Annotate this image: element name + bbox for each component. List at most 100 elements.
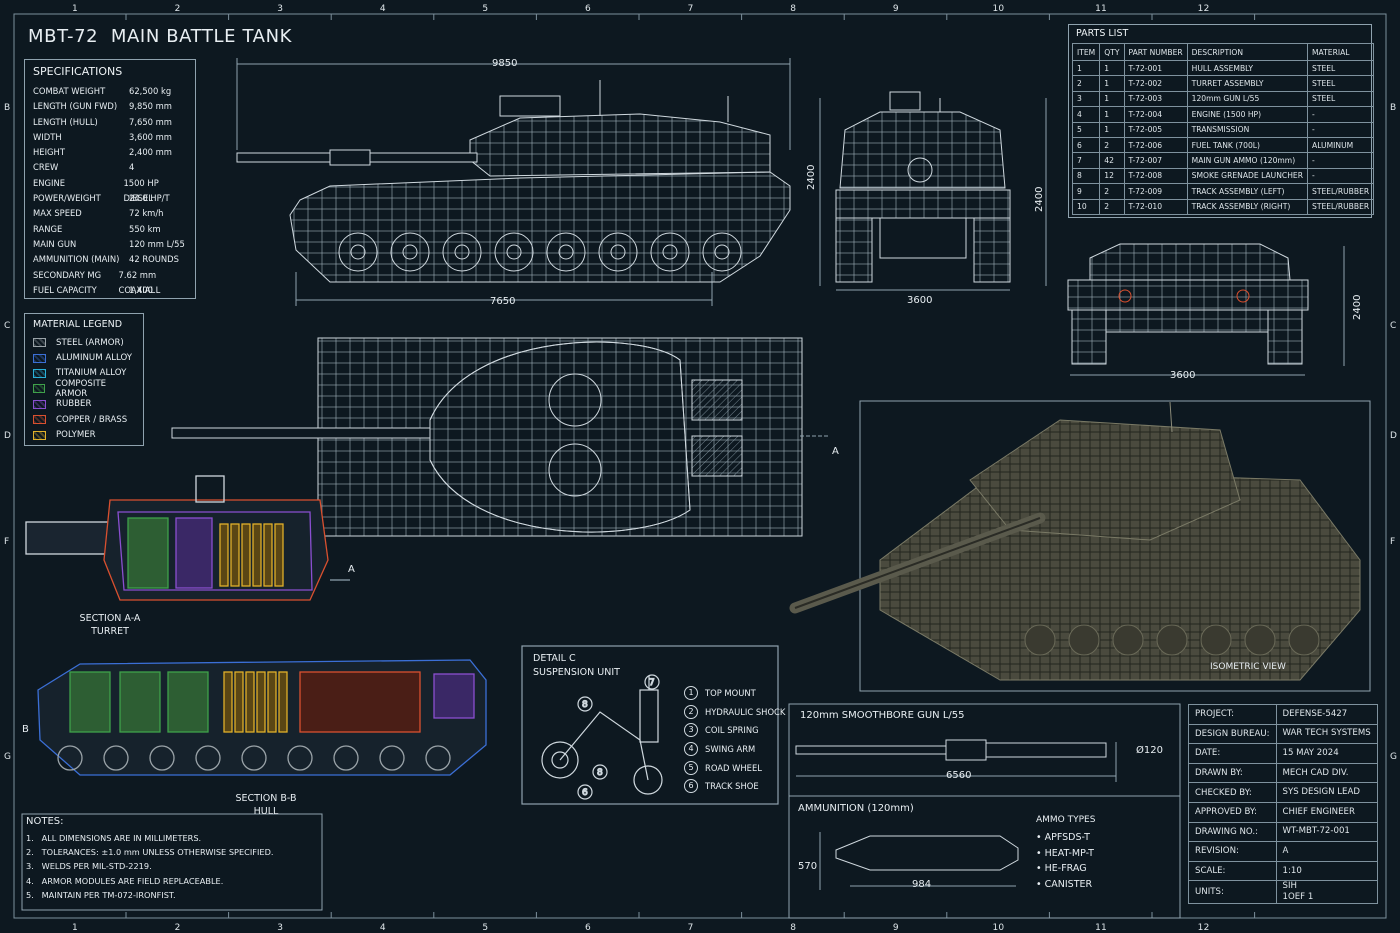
legend-swatch bbox=[33, 368, 46, 378]
parts-column-header: ITEM bbox=[1071, 43, 1101, 61]
callout-label: SWING ARM bbox=[705, 744, 756, 755]
legend-item: STEEL (ARMOR) bbox=[33, 335, 135, 350]
parts-cell: TRACK ASSEMBLY (RIGHT) bbox=[1186, 198, 1309, 215]
note-item: 3. WELDS PER MIL-STD-2219. bbox=[26, 861, 152, 872]
parts-cell: 2 bbox=[1099, 183, 1125, 200]
legend-swatch bbox=[33, 384, 46, 394]
gun-length-dim: 6560 bbox=[946, 770, 972, 781]
title-block-row: DESIGN BUREAU:WAR TECH SYSTEMS bbox=[1188, 723, 1379, 745]
grid-column-label: 4 bbox=[380, 4, 386, 14]
detail-c-tag: 6 bbox=[582, 788, 588, 798]
spec-key: CREW bbox=[33, 162, 59, 173]
grid-column-label: 12 bbox=[1198, 4, 1210, 14]
parts-cell: ENGINE (1500 HP) bbox=[1186, 106, 1309, 123]
spec-value: 120 mm L/55 bbox=[129, 238, 185, 249]
section-b-marker: B bbox=[22, 724, 29, 735]
dim-side-length-hull: 7650 bbox=[490, 296, 516, 307]
parts-cell: STEEL/RUBBER bbox=[1306, 198, 1375, 215]
notes-panel: NOTES: 1. ALL DIMENSIONS ARE IN MILLIMET… bbox=[26, 816, 273, 902]
parts-cell: 2 bbox=[1071, 75, 1101, 92]
spec-key: ENGINE bbox=[33, 177, 66, 188]
spec-key: MAIN GUN bbox=[33, 238, 77, 249]
parts-cell: - bbox=[1306, 106, 1375, 123]
parts-cell: - bbox=[1306, 152, 1375, 169]
legend-swatch bbox=[33, 399, 46, 409]
ammunition-height-dim: 570 bbox=[798, 861, 818, 872]
title-block-key: CHECKED BY: bbox=[1188, 782, 1277, 803]
parts-column-header: MATERIAL bbox=[1306, 43, 1375, 61]
parts-cell: SMOKE GRENADE LAUNCHER bbox=[1186, 167, 1309, 185]
spec-value: 62,500 kg bbox=[129, 86, 172, 96]
gun-title: 120mm SMOOTHBORE GUN L/55 bbox=[800, 710, 965, 721]
parts-cell: STEEL bbox=[1306, 59, 1375, 77]
legend-item: TITANIUM ALLOY bbox=[33, 366, 135, 381]
title-block-value: CHIEF ENGINEER bbox=[1275, 801, 1379, 823]
drawing-title: MBT-72 MAIN BATTLE TANK bbox=[28, 26, 293, 47]
callout-number: 4 bbox=[684, 742, 698, 757]
grid-column-label: 3 bbox=[277, 4, 283, 14]
side-view-drawing bbox=[236, 58, 821, 306]
specifications-header: SPECIFICATIONS bbox=[33, 65, 123, 78]
section-a-marker-cut: A bbox=[348, 564, 355, 575]
callout-number: 1 bbox=[684, 686, 698, 701]
grid-column-label: 8 bbox=[790, 923, 796, 933]
title-block-key: DRAWING NO.: bbox=[1188, 821, 1277, 843]
grid-row-label: C bbox=[4, 321, 10, 331]
grid-row-label: G bbox=[4, 752, 11, 762]
grid-marks bbox=[125, 14, 1256, 918]
grid-row-label: F bbox=[1390, 537, 1395, 547]
dim-side-length-gun: 9850 bbox=[492, 58, 518, 69]
dim-rear-height: 2400 bbox=[1352, 294, 1363, 320]
isometric-view-render bbox=[789, 400, 1371, 692]
parts-cell: 7 bbox=[1071, 152, 1101, 169]
spec-value: 2,400 mm bbox=[129, 147, 172, 158]
callout-number: 5 bbox=[684, 760, 698, 775]
parts-cell: T-72-009 bbox=[1123, 183, 1188, 200]
parts-cell: 2 bbox=[1099, 136, 1125, 154]
legend-label: ALUMINUM ALLOY bbox=[56, 353, 133, 364]
ammo-type-item: • HEAT-MP-T bbox=[1036, 847, 1094, 859]
grid-row-label: F bbox=[4, 537, 9, 547]
parts-cell: FUEL TANK (700L) bbox=[1186, 136, 1309, 154]
callout-label: ROAD WHEEL bbox=[705, 762, 762, 773]
parts-cell: TRACK ASSEMBLY (LEFT) bbox=[1186, 183, 1309, 200]
spec-key: WIDTH bbox=[33, 131, 62, 142]
legend-item: ALUMINUM ALLOY bbox=[33, 350, 135, 365]
note-item: 4. ARMOR MODULES ARE FIELD REPLACEABLE. bbox=[26, 875, 224, 886]
parts-cell: 42 bbox=[1099, 152, 1125, 169]
title-block-value: SYS DESIGN LEAD bbox=[1275, 782, 1379, 803]
parts-cell: T-72-010 bbox=[1123, 198, 1188, 215]
detail-c-tag: 8 bbox=[582, 700, 588, 710]
material-legend-panel: MATERIAL LEGEND STEEL (ARMOR)ALUMINUM AL… bbox=[24, 313, 144, 446]
callout-number: 3 bbox=[684, 723, 698, 738]
detail-c-tag: 7 bbox=[649, 678, 655, 688]
notes-frame bbox=[21, 813, 323, 911]
top-view-drawing bbox=[171, 337, 830, 537]
legend-swatch bbox=[33, 338, 46, 348]
parts-cell: 9 bbox=[1071, 183, 1101, 200]
grid-column-label: 2 bbox=[175, 923, 181, 933]
spec-value: 550 km bbox=[129, 223, 161, 234]
title-block-row: UNITS:SIH 1OEF 1 bbox=[1188, 880, 1379, 905]
legend-item: RUBBER bbox=[33, 397, 135, 412]
title-block-key: DATE: bbox=[1188, 743, 1277, 764]
section-bb-title: SECTION B-B bbox=[235, 793, 297, 804]
grid-row-label: G bbox=[1390, 752, 1397, 762]
ammo-type-item: • CANISTER bbox=[1036, 878, 1093, 890]
ammunition-drawing bbox=[788, 795, 1181, 919]
grid-row-label: B bbox=[1390, 103, 1396, 113]
spec-value: 1500 HP DIESEL bbox=[123, 177, 159, 204]
spec-value: 1,400 L bbox=[129, 284, 161, 295]
